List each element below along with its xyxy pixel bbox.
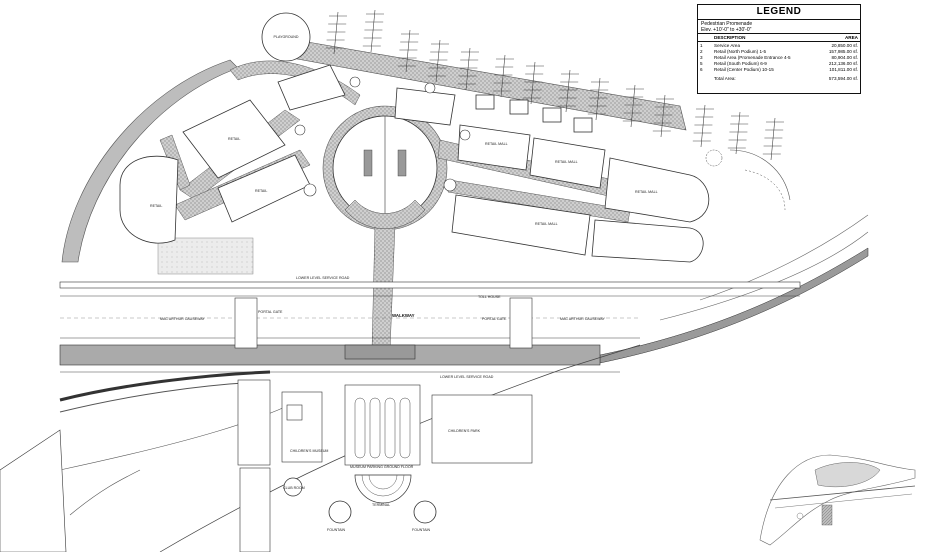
slip-stem [700, 104, 706, 148]
lower-service-road-label: LOWER LEVEL SERVICE ROAD [440, 375, 494, 379]
retail-mall-label-4: RETAIL MALL [535, 222, 558, 226]
slip-stem [770, 117, 776, 161]
slip-stem [565, 69, 571, 113]
legend-row-area: 20,850.00 sf. [831, 42, 858, 48]
legend-row-num: 3 [700, 54, 703, 60]
fountain-right [413, 500, 437, 524]
slip-stem [465, 47, 471, 91]
left-plaza [157, 237, 254, 275]
causeway [59, 281, 801, 552]
legend-rows: 1 Service Area 20,850.00 sf. 2 Retail (North… [698, 42, 860, 82]
legend-row: 5 Retail (South Podium) 6-9 212,136.00 sf. [698, 60, 860, 66]
right-node-1 [705, 149, 723, 167]
legend-row-description: Retail (North Podium) 1-5 [714, 48, 767, 54]
retail-label-1: RETAIL [150, 204, 162, 208]
legend-row-area: 212,136.00 sf. [828, 60, 858, 66]
slip-stem [370, 9, 376, 53]
retail-label-3: RETAIL [255, 189, 267, 193]
slip-stem [735, 111, 741, 155]
legend-total-row: Total Area: 573,594.00 sf. [698, 72, 860, 81]
portal-left [234, 297, 258, 349]
right-ramp-band [599, 247, 869, 364]
upper-service-road-label: LOWER LEVEL SERVICE ROAD [296, 276, 350, 280]
legend-row-description: Retail (South Podium) 6-9 [714, 60, 767, 66]
mcarthur-left-label: MAC ARTHUR CAUSEWAY [160, 317, 205, 321]
nodes [294, 76, 471, 197]
legend-row: 1 Service Area 20,850.00 sf. [698, 42, 860, 49]
legend-row-description: Retail Area (Promenade Entrance 4-5 [714, 54, 791, 60]
fountain-left-label: FOUNTAIN [327, 528, 346, 532]
portal-gate-left-label: PORTAL GATE [258, 310, 283, 314]
retail-mall-label-3: RETAIL MALL [635, 190, 658, 194]
childrens-museum-label: CHILDREN'S MUSEUM [290, 449, 328, 453]
toll-house-label: TOLL HOUSE [478, 295, 501, 299]
portal-gate-right-label: PORTAL GATE [482, 317, 507, 321]
legend-row-description: Service Area [714, 42, 741, 48]
legend-row-area: 80,904.00 sf. [831, 54, 858, 60]
club-room-label: CLUB ROOM [283, 486, 305, 490]
legend-row-num: 1 [700, 42, 703, 48]
shoreline-band [61, 59, 239, 263]
legend-row: 3 Retail Area (Promenade Entrance 4-5 80,9… [698, 54, 860, 60]
playground-label: PLAYGROUND [274, 35, 299, 39]
slip-stem [405, 29, 411, 73]
garage-stalls [354, 397, 411, 459]
boat-slips [325, 9, 784, 161]
legend-row-area: 157,985.00 sf. [828, 48, 858, 54]
legend-col-num [698, 34, 712, 42]
legend-total-label: Total Area: [714, 75, 736, 81]
legend-table: DESCRIPTION AREA 1 Service Area 20,850.00 … [698, 34, 860, 81]
legend-subtitle: Pedestrian Promenade Elev. +10'-0" to +3… [698, 20, 860, 34]
slip-stem [595, 77, 601, 121]
legend-total-spacer [698, 72, 712, 81]
playground-circle [261, 12, 311, 62]
slip-stem [500, 54, 506, 98]
skyway-node [344, 344, 416, 360]
legend-row-num: 6 [700, 66, 703, 72]
legend-col-description: DESCRIPTION [712, 34, 817, 42]
retail-mall-label-1: RETAIL MALL [485, 142, 508, 146]
legend-total-area: 573,594.00 sf. [828, 75, 858, 81]
legend-row-area: 101,811.00 sf. [829, 66, 858, 72]
legend-row-num: 2 [700, 48, 703, 54]
slip-stem [630, 84, 636, 128]
portal-right [509, 297, 533, 349]
legend-row: 2 Retail (North Podium) 1-5 157,985.00 sf. [698, 48, 860, 54]
key-map-inset [759, 454, 916, 546]
fountain-right-label: FOUNTAIN [412, 528, 431, 532]
legend-row-num: 5 [700, 60, 703, 66]
slip-stem [660, 94, 666, 138]
legend-row: 6 Retail (Center Podium) 10-15 101,811.00 … [698, 66, 860, 72]
slip-stem [435, 39, 441, 83]
legend-subtitle-line-1: Pedestrian Promenade [701, 21, 753, 27]
legend-title: LEGEND [698, 5, 860, 20]
legend-col-area: AREA [816, 34, 860, 42]
mcarthur-right-label: MAC ARTHUR CAUSEWAY [560, 317, 605, 321]
retail-mall-label-2: RETAIL MALL [555, 160, 578, 164]
legend-row-description: Retail (Center Podium) 10-15 [714, 66, 774, 72]
parking-garage-label: MUSEUM PARKING GROUND FLOOR [350, 465, 414, 469]
fountain-left [328, 500, 352, 524]
legend-subtitle-line-2: Elev. +10'-0" to +30'-0" [701, 27, 752, 33]
walkway-label: WALKWAY [392, 313, 415, 318]
slip-stem [530, 61, 536, 105]
legend-header-row: DESCRIPTION AREA [698, 34, 860, 42]
retail-label-2: RETAIL [228, 137, 240, 141]
terminal-label: TERMINAL [372, 503, 390, 507]
lot-label: CHILDREN'S PARK [448, 429, 481, 433]
buildings [119, 64, 710, 263]
slip-stem [333, 11, 339, 55]
legend: LEGEND Pedestrian Promenade Elev. +10'-0… [697, 4, 861, 94]
